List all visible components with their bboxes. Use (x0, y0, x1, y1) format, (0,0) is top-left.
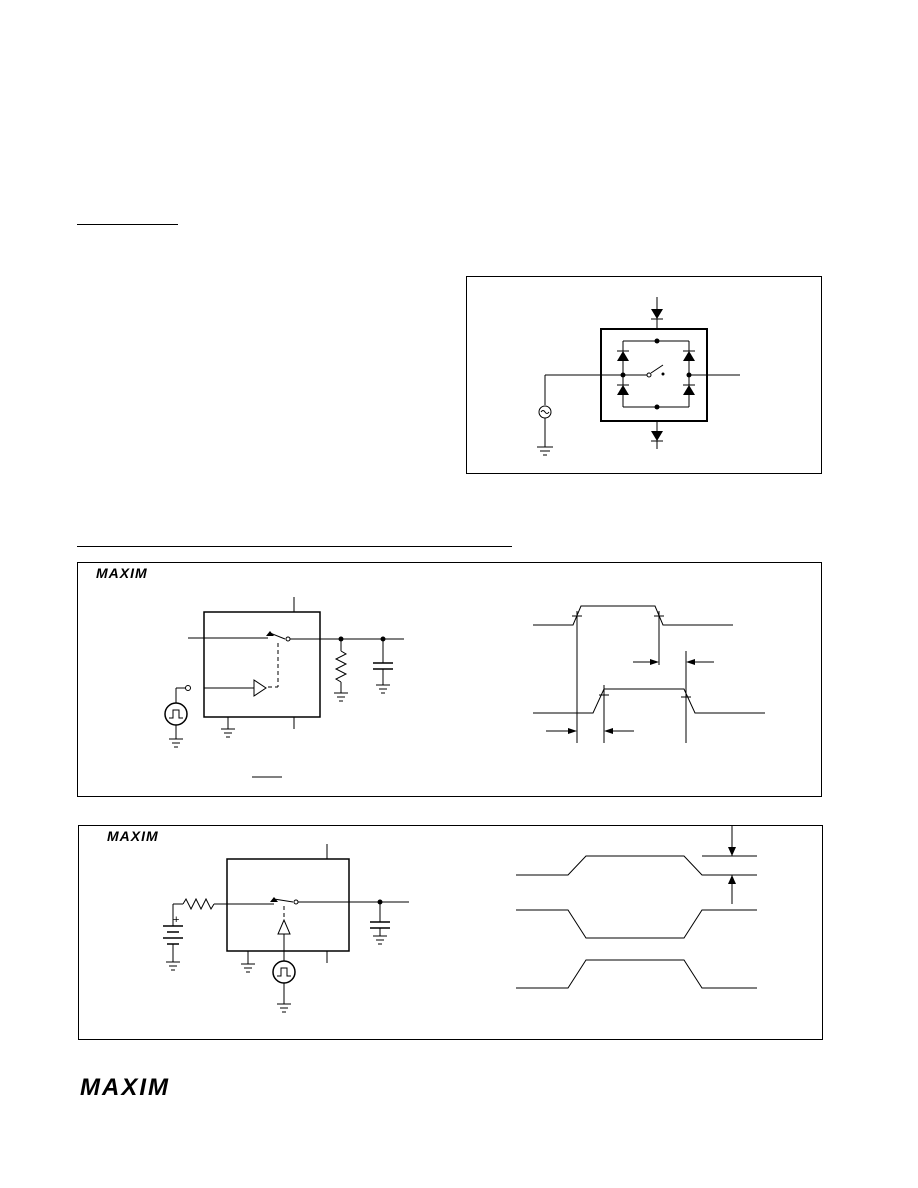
top-diode-arrow (651, 309, 663, 319)
output-waveform (516, 855, 757, 876)
switch-blade (273, 898, 294, 903)
charge-injection-schematic: + (163, 826, 757, 1013)
output-waveform (533, 688, 765, 714)
ic-body (203, 611, 321, 718)
diode-left-upper (617, 351, 629, 361)
protection-diagram-frame (466, 276, 822, 474)
diode-right-upper (683, 351, 695, 361)
ic-body (226, 858, 350, 952)
maxim-logo: MAXIM (107, 828, 159, 844)
maxim-logo: MAXIM (96, 565, 148, 581)
diode-right-lower (683, 385, 695, 395)
input-waveform (533, 605, 733, 626)
control-waveform-a (516, 909, 757, 939)
bottom-diode-arrow (651, 431, 663, 441)
pulse-source (164, 702, 188, 726)
switch-blade (650, 364, 664, 374)
pulse-source (272, 960, 296, 984)
svg-text:+: + (173, 914, 179, 926)
delta-arrow-down (728, 847, 736, 856)
driver-buffer (277, 918, 291, 935)
switch-contact (646, 372, 652, 378)
driver-buffer (253, 679, 267, 697)
switching-time-figure-frame: MAXIM (77, 562, 822, 797)
control-waveform-b (516, 959, 757, 989)
protection-diagram (537, 297, 740, 456)
section-heading-rule (77, 224, 178, 225)
switch-blade (269, 632, 286, 640)
footer-maxim-logo: MAXIM (80, 1074, 170, 1101)
load-resistor (334, 650, 348, 683)
figure-section-rule (77, 546, 512, 547)
charge-injection-figure-frame: MAXIM + (78, 825, 823, 1040)
source-resistor (182, 897, 215, 911)
switching-time-schematic (164, 597, 765, 778)
delta-arrow-up (728, 875, 736, 884)
diode-left-lower (617, 385, 629, 395)
